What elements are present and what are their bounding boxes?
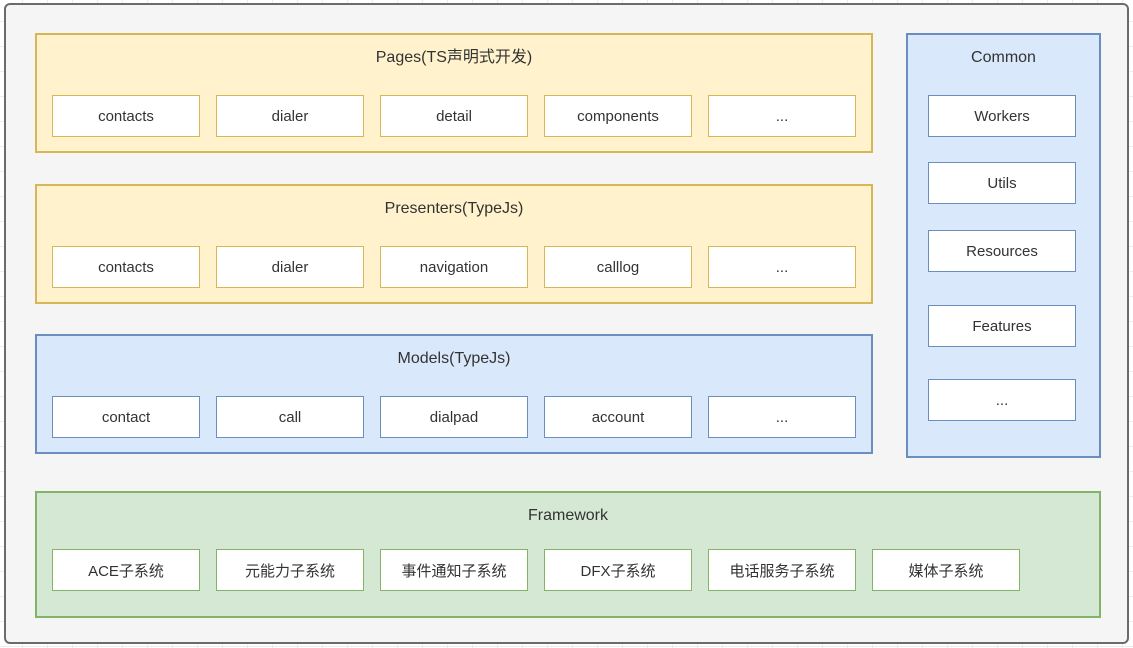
framework-node-telephony: 电话服务子系统 <box>708 549 856 591</box>
common-node-resources: Resources <box>928 230 1076 272</box>
models-node-contact: contact <box>52 396 200 438</box>
layer-pages-title: Pages(TS声明式开发) <box>375 49 533 66</box>
common-node-utils: Utils <box>928 162 1076 204</box>
presenters-node-calllog: calllog <box>544 246 692 288</box>
presenters-node-dialer: dialer <box>216 246 364 288</box>
layer-models: Models(TypeJs) contact call dialpad acco… <box>35 334 873 454</box>
models-node-call: call <box>216 396 364 438</box>
common-node-features: Features <box>928 305 1076 347</box>
common-node-workers: Workers <box>928 95 1076 137</box>
models-node-account: account <box>544 396 692 438</box>
framework-node-dfx: DFX子系统 <box>544 549 692 591</box>
framework-node-event-notify: 事件通知子系统 <box>380 549 528 591</box>
layer-models-title: Models(TypeJs) <box>397 350 511 367</box>
presenters-node-ellipsis: ... <box>708 246 856 288</box>
framework-node-ace: ACE子系统 <box>52 549 200 591</box>
models-node-ellipsis: ... <box>708 396 856 438</box>
pages-node-ellipsis: ... <box>708 95 856 137</box>
framework-node-ability: 元能力子系统 <box>216 549 364 591</box>
presenters-node-navigation: navigation <box>380 246 528 288</box>
presenters-node-contacts: contacts <box>52 246 200 288</box>
pages-node-detail: detail <box>380 95 528 137</box>
common-node-ellipsis: ... <box>928 379 1076 421</box>
layer-framework: Framework ACE子系统 元能力子系统 事件通知子系统 DFX子系统 电… <box>35 491 1101 618</box>
layer-presenters: Presenters(TypeJs) contacts dialer navig… <box>35 184 873 304</box>
layer-framework-title: Framework <box>527 507 608 524</box>
pages-node-components: components <box>544 95 692 137</box>
layer-pages: Pages(TS声明式开发) contacts dialer detail co… <box>35 33 873 153</box>
pages-node-contacts: contacts <box>52 95 200 137</box>
layer-presenters-title: Presenters(TypeJs) <box>384 200 524 217</box>
layer-common: Common Workers Utils Resources Features … <box>906 33 1101 458</box>
pages-node-dialer: dialer <box>216 95 364 137</box>
framework-node-media: 媒体子系统 <box>872 549 1020 591</box>
models-node-dialpad: dialpad <box>380 396 528 438</box>
layer-common-title: Common <box>971 49 1036 66</box>
